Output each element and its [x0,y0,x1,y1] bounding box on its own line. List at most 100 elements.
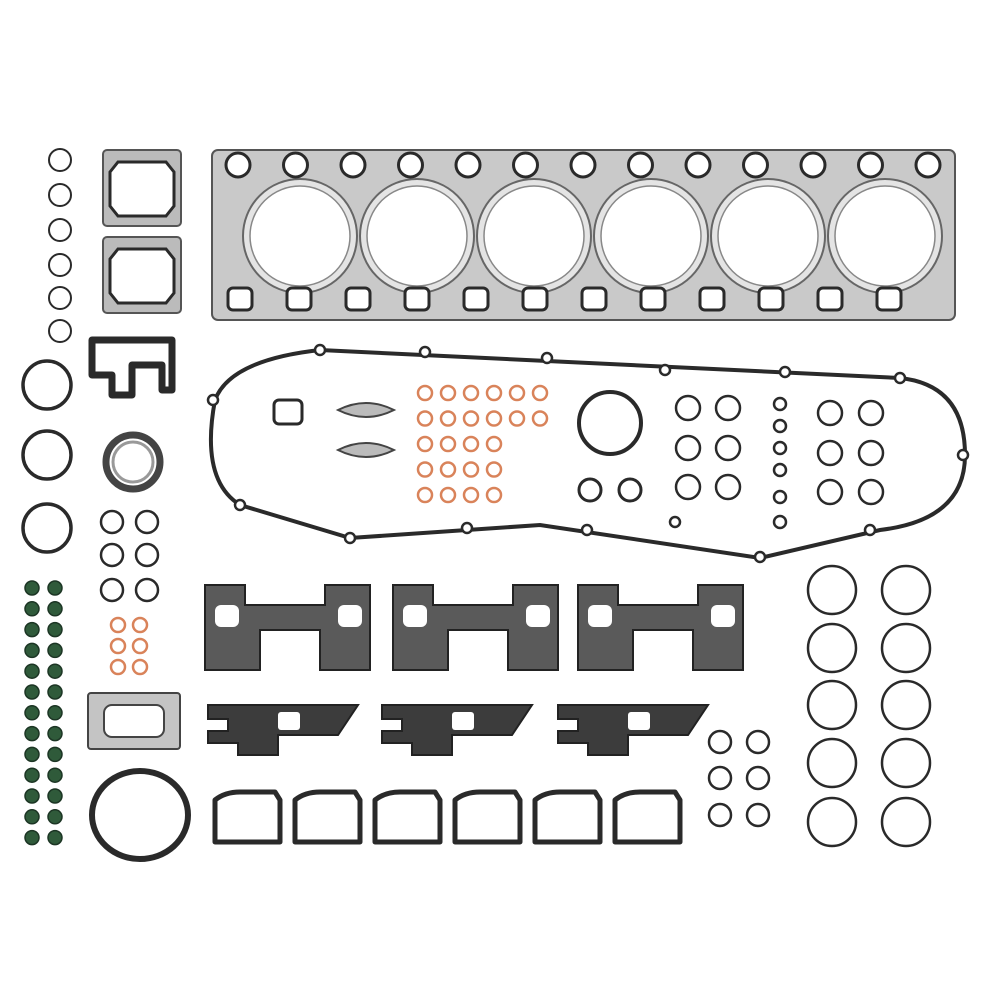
exhaust-manifold-gasket [577,584,744,671]
cover-gasket [612,789,683,845]
turbo-gasket-opening [103,704,165,738]
large-o-ring [880,564,932,616]
oil-port [698,286,726,312]
tiny-o-ring [772,440,788,456]
cylinder-bore [483,185,585,287]
o-ring [674,434,702,462]
large-o-ring [806,564,858,616]
copper-washer [508,384,526,402]
bracket-port [628,712,650,730]
cover-bolt-grommet [313,343,327,357]
manifold-port [215,605,239,627]
copper-washer [131,637,149,655]
large-o-ring [880,622,932,674]
coolant-port [512,151,539,179]
copper-washer [416,435,434,453]
copper-washer [439,435,457,453]
round-flange-gasket [88,768,192,862]
copper-washer [462,384,480,402]
cover-bolt-grommet [668,515,682,529]
oil-port [639,286,667,312]
coolant-port [684,151,712,179]
o-ring [134,542,160,568]
valve-stem-seal [24,601,40,617]
cover-bolt-grommet [418,345,432,359]
copper-washer [416,410,434,427]
o-ring [816,439,844,467]
valve-stem-seal [24,621,40,638]
tiny-o-ring [772,514,788,530]
cover-gasket [372,789,443,845]
o-ring [714,473,742,501]
copper-washer [485,461,503,478]
cover-bolt-grommet [778,365,792,379]
bracket-port [278,712,300,730]
oil-port [580,286,608,312]
o-ring [857,399,885,427]
cylinder-bore [366,185,468,287]
copper-washer [109,616,127,634]
copper-washer [439,410,457,427]
coolant-port [857,151,884,179]
small-o-ring [48,183,72,207]
square-flange-opening [108,247,176,305]
o-ring [674,394,702,422]
copper-washer [485,486,503,504]
small-o-ring [48,148,72,172]
valve-stem-seal [24,642,40,659]
copper-washer [439,486,457,504]
copper-washer [462,435,480,453]
copper-washer [508,410,526,427]
copper-washer [485,435,503,453]
tiny-o-ring [772,396,788,412]
copper-washer [485,410,503,427]
cylinder-bore [249,185,351,287]
manifold-port [338,605,362,627]
large-o-ring [21,359,73,411]
copper-washer [485,384,503,402]
oil-port [875,286,903,312]
valve-stem-seal [24,705,40,721]
oil-port [226,286,254,312]
cover-bolt-grommet [540,351,554,365]
square-flange-opening [108,160,176,218]
o-ring [714,434,742,462]
large-o-ring [806,679,858,731]
shaft-seal [102,431,164,493]
coolant-port [282,151,309,179]
copper-washer [416,384,434,402]
valve-stem-seal [47,684,63,700]
cover-bolt-grommet [658,363,672,377]
o-ring [745,802,771,828]
large-o-ring [880,737,932,789]
o-ring [707,765,733,791]
o-ring [99,542,125,568]
cover-bolt-grommet [863,523,877,537]
valve-stem-seal [24,767,40,783]
coolant-port [397,151,424,179]
cylinder-head-gasket [211,149,956,321]
copper-washer [439,461,457,478]
copper-washer [531,410,549,427]
large-o-ring [880,679,932,731]
valve-stem-seal [47,705,63,721]
cylinder-bore [717,185,819,287]
large-o-ring [806,737,858,789]
bracket-gasket [88,336,176,399]
copper-washer [416,461,434,478]
copper-washer [462,410,480,427]
oil-port [344,286,372,312]
coolant-port [224,151,252,179]
cover-gasket [292,789,363,845]
valve-stem-seal [24,663,40,679]
o-ring [745,729,771,755]
oil-port [816,286,844,312]
copper-washer [131,616,149,634]
manifold-port [403,605,427,627]
coolant-port [454,151,482,179]
o-ring [99,577,125,603]
cover-gasket [452,789,523,845]
copper-washer [109,658,127,676]
o-ring [714,394,742,422]
